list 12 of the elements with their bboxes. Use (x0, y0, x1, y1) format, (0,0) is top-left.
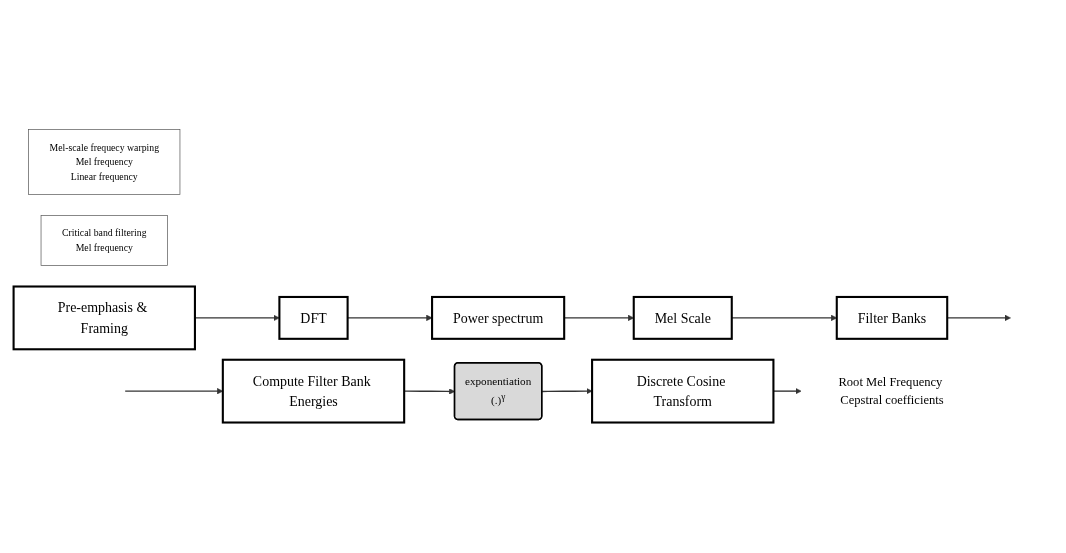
node-box: Power spectrum (431, 296, 566, 341)
arrow (541, 388, 593, 395)
node-box: Compute Filter Bank Energies (221, 359, 406, 424)
node-box: DFT (278, 296, 349, 341)
node-box: Pre-emphasis & Framing (12, 285, 196, 351)
node-box: Discrete Cosine Transform (591, 359, 775, 424)
arrow (194, 315, 280, 322)
node-text: Root Mel Frequency Cepstral coefficients (838, 374, 944, 408)
node-box: Critical band filtering Mel frequency (40, 215, 168, 267)
node-box: Filter Banks (835, 296, 949, 341)
node-box: Mel Scale (632, 296, 733, 341)
node-box: Mel-scale frequecy warping Mel frequency Linear frequency (28, 129, 181, 196)
